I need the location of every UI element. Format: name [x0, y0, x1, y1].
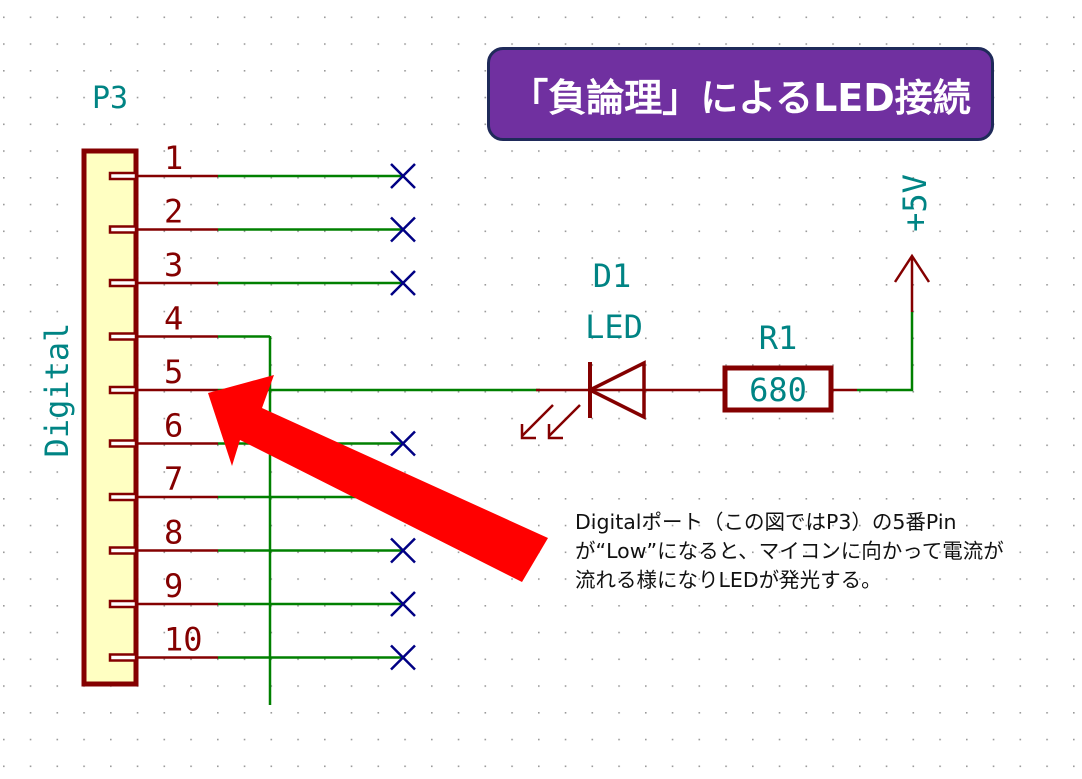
- pin-number: 3: [164, 246, 183, 284]
- pin-number: 10: [164, 621, 203, 659]
- red-arrow-icon: [208, 375, 548, 582]
- power-label: +5V: [896, 174, 934, 232]
- led-emission-arrows: [520, 404, 581, 440]
- pin-stub: [108, 439, 138, 448]
- led-triangle: [586, 360, 646, 420]
- wire-resistor-power[interactable]: [857, 312, 914, 392]
- no-connect-icon: [390, 163, 416, 189]
- pin-number: 2: [164, 193, 183, 231]
- connector-pins: 1 2 3 4 5 6 7 8 9 10: [108, 139, 416, 671]
- pin-number: 7: [164, 460, 183, 498]
- no-connect-icon: [390, 430, 416, 457]
- connector-value: Digital: [38, 323, 76, 458]
- title-banner: 「負論理」によるLED接続: [487, 47, 994, 141]
- connector-pin[interactable]: 8: [108, 514, 416, 564]
- no-connect-icon: [390, 537, 416, 564]
- power-symbol[interactable]: [893, 253, 931, 312]
- connector-pin[interactable]: 9: [108, 567, 416, 617]
- pin-stub: [108, 599, 138, 609]
- connector-body: [81, 148, 139, 687]
- resistor-value: 680: [749, 371, 807, 409]
- pin-number: 1: [164, 139, 183, 177]
- pin-number: 6: [164, 407, 183, 445]
- pin-stub: [108, 653, 138, 662]
- no-connect-icon: [390, 270, 416, 296]
- led-value: LED: [585, 308, 643, 346]
- pin-number: 8: [164, 514, 183, 552]
- connector-pin[interactable]: 3: [108, 246, 416, 296]
- no-connect-icon: [390, 216, 416, 243]
- connector-ref: P3: [92, 81, 128, 116]
- pin-number: 4: [164, 300, 183, 338]
- title-text: 「負論理」によるLED接続: [510, 75, 971, 120]
- connector-pin[interactable]: 10: [108, 621, 416, 671]
- power-arrow-icon: [893, 253, 931, 283]
- pin-stub: [108, 278, 138, 288]
- connector-pin[interactable]: 2: [108, 193, 416, 243]
- pin-stub: [108, 492, 138, 502]
- connector-pin[interactable]: 1: [108, 139, 416, 189]
- connector-pin[interactable]: 4: [108, 300, 270, 341]
- pin-number: 5: [164, 353, 183, 391]
- connector-pin[interactable]: 5: [108, 353, 218, 395]
- explanation-note: Digitalポート（この図ではP3）の5番Pinが“Low”になると、マイコン…: [575, 510, 1004, 592]
- pin-stub: [108, 225, 138, 234]
- pin-number: 9: [164, 567, 183, 605]
- led-symbol[interactable]: [520, 360, 724, 440]
- pin-stub: [108, 171, 138, 181]
- pin-stub: [108, 546, 138, 555]
- pin-stub: [108, 385, 138, 395]
- no-connect-icon: [390, 591, 416, 617]
- led-ref: D1: [593, 257, 632, 295]
- resistor-ref: R1: [759, 319, 798, 357]
- no-connect-icon: [390, 644, 416, 671]
- pin-stub: [108, 332, 138, 341]
